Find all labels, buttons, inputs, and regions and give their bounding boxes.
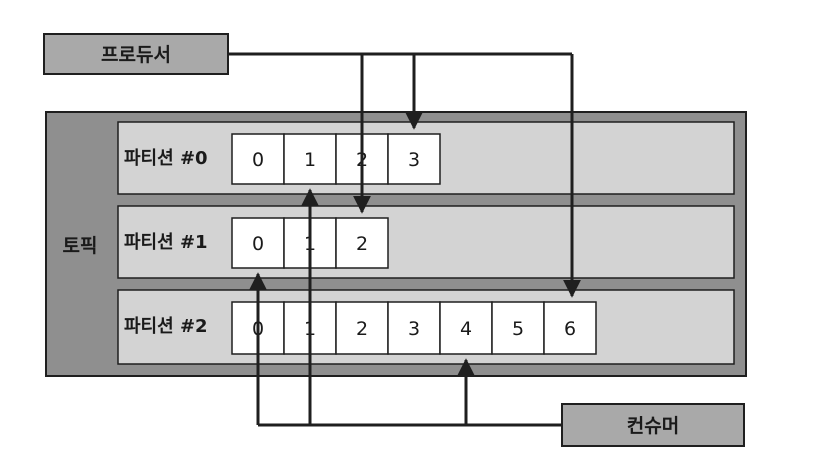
- offset-number: 4: [460, 318, 472, 340]
- offset-number: 0: [252, 233, 264, 255]
- offset-number: 5: [512, 318, 524, 340]
- offset-cell: [335, 301, 389, 355]
- offset-cells: 0 1 2 3 4 5 6: [231, 301, 597, 355]
- partition-label: 파티션 #1: [124, 232, 208, 253]
- partition-row-2: 파티션 #2 0 1 2 3 4 5 6: [117, 289, 735, 365]
- offset-number: 3: [408, 149, 420, 171]
- partition-label: 파티션 #0: [124, 148, 208, 169]
- offset-number: 2: [356, 233, 368, 255]
- offset-cell: [387, 133, 441, 185]
- offset-number: 3: [408, 318, 420, 340]
- offset-cell: [543, 301, 597, 355]
- topic-label: 토픽: [63, 235, 98, 257]
- producer-label: 프로듀서: [101, 44, 171, 66]
- consumer-arrows: [249, 188, 562, 427]
- partition-row-1: 파티션 #1 0 1 2: [117, 205, 735, 279]
- offset-number: 6: [564, 318, 576, 340]
- consumer-label: 컨슈머: [627, 415, 679, 437]
- offset-number: 2: [356, 318, 368, 340]
- producer: 프로듀서: [43, 33, 229, 75]
- consumer-box: [561, 403, 745, 447]
- offset-cell: [231, 217, 285, 269]
- offset-cell: [491, 301, 545, 355]
- offset-cell: [335, 217, 389, 269]
- offset-number: 1: [304, 149, 316, 171]
- producer-arrows: [228, 52, 581, 298]
- offset-number: 0: [252, 149, 264, 171]
- offset-cell: [439, 301, 493, 355]
- partition-label: 파티션 #2: [124, 316, 208, 337]
- partition-box: [117, 205, 735, 279]
- partition-row-0: 파티션 #0 0 1 2 3: [117, 121, 735, 195]
- consumer: 컨슈머: [561, 403, 745, 447]
- offset-cell: [387, 301, 441, 355]
- offset-cells: 0 1 2 3: [231, 133, 441, 185]
